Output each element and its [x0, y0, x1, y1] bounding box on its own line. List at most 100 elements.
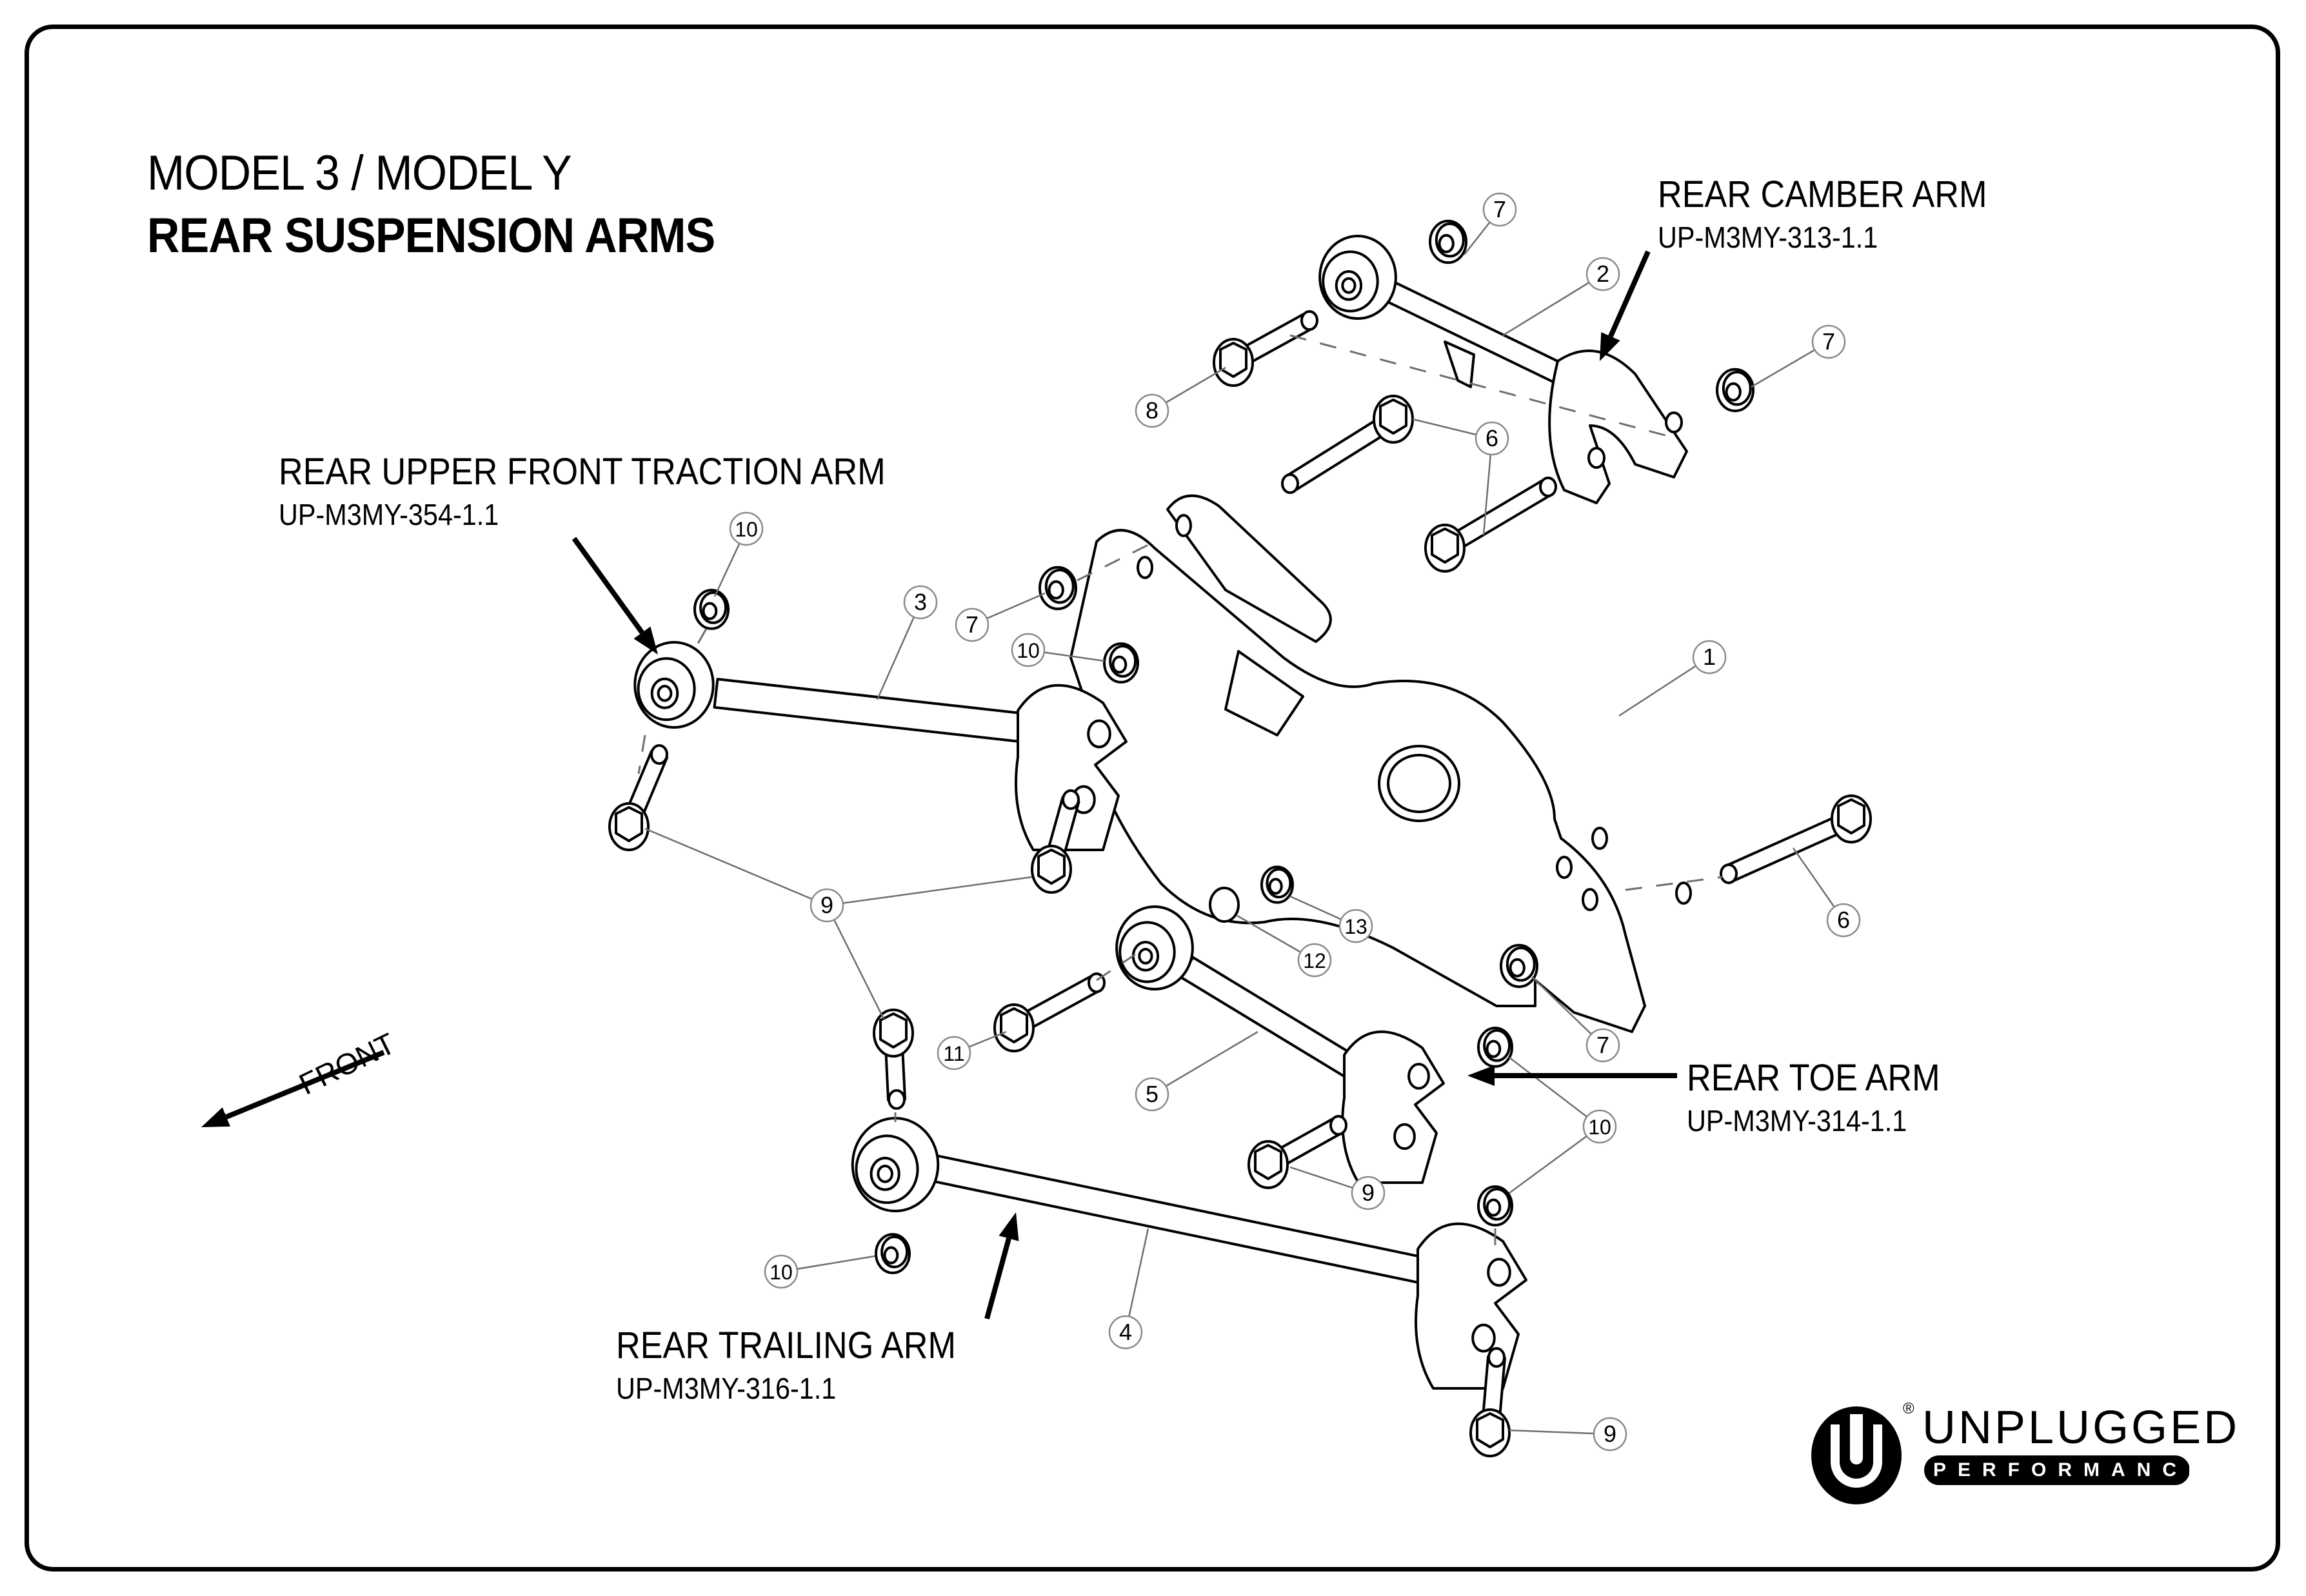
trailing-arm-bushing — [851, 1117, 940, 1212]
label-rear-trailing-arm: REAR TRAILING ARM UP-M3MY-316-1.1 — [616, 1325, 956, 1407]
nut-bore — [1486, 1198, 1502, 1217]
camber-arm-tab — [1444, 340, 1475, 388]
balloon-number: 7 — [1596, 1032, 1609, 1058]
pointer-arrow-toe — [1467, 1065, 1677, 1086]
spring-seat-inner — [1387, 754, 1451, 813]
balloon-number: 10 — [770, 1261, 793, 1284]
bolt-hex-head — [1037, 849, 1066, 885]
balloon-number: 9 — [1604, 1421, 1616, 1447]
balloon-circle — [1297, 943, 1332, 978]
mount-hole — [1175, 514, 1192, 537]
clevis-hole — [1407, 1063, 1430, 1090]
callout-balloon: 3 — [903, 585, 938, 620]
balloon-number: 8 — [1146, 397, 1158, 424]
camber-arm-bushing — [1318, 235, 1397, 320]
callout-leader — [1502, 273, 1604, 337]
nut-bore — [702, 602, 718, 620]
mount-hole — [1582, 888, 1598, 911]
clevis-hole — [1665, 411, 1683, 433]
arrow-shaft — [984, 1237, 1011, 1320]
balloon-number: 9 — [1362, 1179, 1375, 1206]
registered-mark: ® — [1903, 1400, 1914, 1417]
pointer-arrows — [201, 250, 1677, 1320]
nut-10-upper — [693, 589, 730, 630]
pointer-arrow-camber — [1600, 250, 1651, 361]
camber-bolt — [1213, 310, 1318, 387]
balloon-number: 7 — [1493, 196, 1506, 222]
bushing-bore — [1138, 947, 1153, 965]
bolt-hex-head — [1476, 1412, 1504, 1448]
arrow-head-icon — [1467, 1065, 1495, 1086]
balloon-circle — [1811, 324, 1846, 359]
balloon-number: 12 — [1303, 949, 1326, 972]
part-code: UP-M3MY-314-1.1 — [1687, 1103, 1907, 1138]
callout-balloon: 8 — [1135, 393, 1169, 428]
camber-nut-upper — [1429, 219, 1467, 264]
assembly-axis — [1289, 334, 1678, 440]
bushing-bore — [657, 684, 673, 702]
nut-bore — [883, 1246, 899, 1265]
arrow-head-icon — [201, 1107, 230, 1127]
bolt-tip — [650, 744, 668, 765]
balloon-number: 3 — [914, 589, 927, 615]
callout-leader — [826, 905, 885, 1020]
balloon-circle — [1585, 257, 1620, 291]
bolt-tip — [1487, 1347, 1506, 1368]
assembly-axis — [1096, 953, 1136, 981]
label-rear-camber-arm: REAR CAMBER ARM UP-M3MY-313-1.1 — [1658, 174, 1987, 256]
callout-balloon: 7 — [1811, 324, 1846, 359]
traction-arm-tube — [713, 678, 1035, 744]
mount-hole — [1137, 556, 1153, 579]
balloon-circle — [1351, 1176, 1386, 1210]
balloon-number: 13 — [1344, 915, 1367, 938]
assembly-axis — [692, 628, 708, 652]
balloon-circle — [1582, 1109, 1617, 1144]
pointer-arrow-traction — [572, 537, 658, 655]
bolt-9-trailing-rear — [1469, 1347, 1511, 1457]
balloon-number: 2 — [1596, 261, 1609, 287]
parts-layer — [608, 219, 1872, 1457]
brand-tagline: PERFORMANCE — [1924, 1455, 2201, 1485]
mount-hole — [1556, 856, 1573, 879]
bolt-9-traction-front — [608, 744, 668, 851]
bolt-6-upper — [1281, 395, 1414, 494]
toe-arm-clevis — [1341, 1030, 1445, 1184]
bolt-tip — [1300, 310, 1318, 331]
arrow-head-icon — [1600, 332, 1620, 361]
washer-12 — [1209, 887, 1240, 923]
balloon-circle — [1135, 393, 1169, 428]
balloon-number: 9 — [820, 892, 833, 918]
callout-balloon: 13 — [1338, 909, 1373, 943]
callout-balloon: 9 — [1351, 1176, 1386, 1210]
arrow-head-icon — [633, 626, 658, 655]
bolt-9-traction-rear — [1031, 789, 1080, 894]
clevis-hole — [1471, 1323, 1496, 1353]
callout-leader — [644, 827, 828, 907]
nut-10-trailing-rear — [1477, 1185, 1513, 1227]
nut-bore — [1486, 1039, 1502, 1058]
balloon-number: 10 — [1588, 1116, 1611, 1139]
bolt-6-lower — [1424, 477, 1557, 573]
callout-balloon: 12 — [1297, 943, 1332, 978]
part-code: UP-M3MY-354-1.1 — [279, 497, 499, 531]
clevis-hole — [1393, 1123, 1416, 1150]
callout-balloon: 5 — [1135, 1077, 1169, 1112]
bolt-6-rear — [1720, 794, 1872, 884]
callout-leader — [1151, 1030, 1258, 1096]
title-subject: REAR SUSPENSION ARMS — [147, 208, 715, 263]
callout-balloon: 10 — [764, 1254, 799, 1289]
bolt-hex-head — [1431, 527, 1459, 564]
label-rear-toe-arm: REAR TOE ARM UP-M3MY-314-1.1 — [1687, 1058, 1940, 1139]
bolt-hex-head — [1219, 342, 1247, 378]
balloon-number: 4 — [1119, 1319, 1132, 1345]
front-direction-arrow — [201, 1050, 385, 1127]
balloon-circle — [810, 888, 844, 923]
callout-balloon: 9 — [1593, 1417, 1627, 1452]
trailing-arm-clevis — [1415, 1222, 1527, 1390]
part-name: REAR TOE ARM — [1687, 1057, 1940, 1099]
mount-hole — [1591, 827, 1608, 850]
callout-leader — [1509, 1125, 1600, 1194]
callout-balloon: 10 — [1011, 633, 1046, 667]
